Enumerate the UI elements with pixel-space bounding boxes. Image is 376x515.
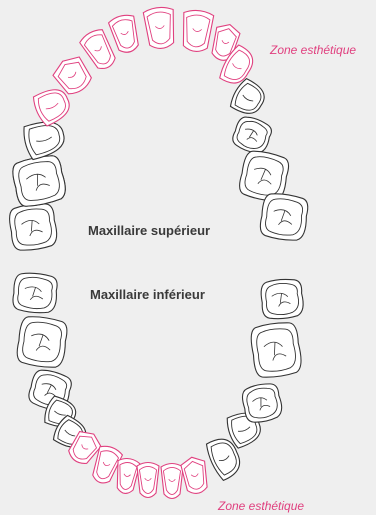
tooth-upper-left-lateral-incisor (180, 9, 214, 53)
tooth-outline (240, 381, 284, 425)
tooth-upper-right-molar-3 (8, 202, 59, 253)
tooth-upper-left-molar-3 (259, 192, 310, 243)
tooth-outline (10, 153, 68, 209)
tooth-lower-right-molar-2 (15, 314, 69, 369)
zone-esthetique-top-label: Zone esthétique (270, 43, 356, 57)
tooth-lower-left-central-incisor (137, 463, 159, 498)
tooth-upper-left-central-incisor (143, 6, 177, 50)
tooth-outline (161, 464, 183, 499)
tooth-lower-left-molar-3 (260, 278, 304, 320)
tooth-lower-left-lateral-incisor (161, 464, 183, 499)
tooth-outline (260, 278, 304, 320)
tooth-lower-right-central-incisor (114, 457, 141, 495)
upper-jaw-label: Maxillaire supérieur (88, 223, 210, 238)
tooth-outline (12, 272, 58, 315)
tooth-lower-right-molar-3 (12, 272, 58, 315)
tooth-upper-right-central-incisor (108, 13, 143, 55)
lower-jaw-label: Maxillaire inférieur (90, 287, 205, 302)
tooth-outline (108, 13, 143, 55)
tooth-outline (230, 114, 274, 157)
zone-esthetique-bottom-label: Zone esthétique (218, 499, 304, 513)
tooth-lower-left-canine (180, 455, 210, 495)
tooth-lower-left-molar-1 (240, 381, 284, 425)
tooth-outline (137, 463, 159, 498)
tooth-lower-left-molar-2 (249, 320, 303, 379)
tooth-upper-right-molar-1 (10, 153, 68, 209)
tooth-upper-left-molar-1 (230, 114, 274, 157)
